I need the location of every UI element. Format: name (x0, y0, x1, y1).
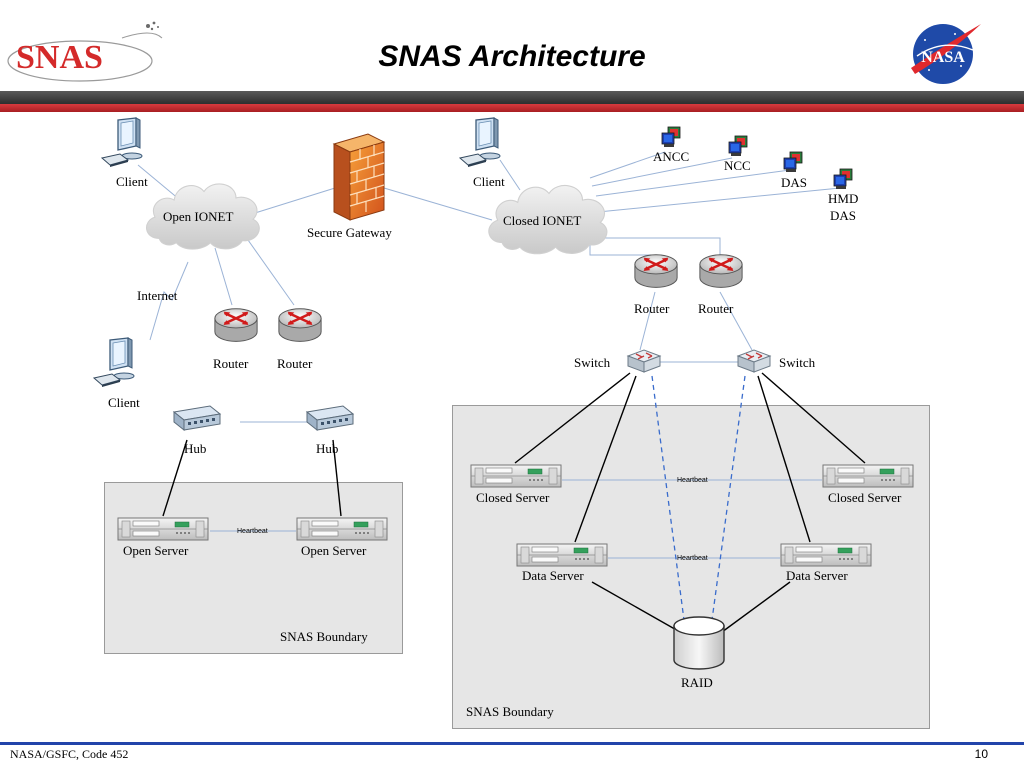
ancc-label: ANCC (653, 149, 690, 164)
data-server-1-label: Data Server (522, 568, 584, 583)
closed-server-2-label: Closed Server (828, 490, 902, 505)
right-switch-1-icon[interactable] (624, 348, 664, 378)
closed-server-1-label: Closed Server (476, 490, 550, 505)
hmd-das-label-line2: DAS (830, 208, 857, 223)
closed-server-1-icon[interactable] (470, 464, 562, 488)
header-bar-red (0, 104, 1024, 112)
left-heartbeat-label: Heartbeat (237, 528, 268, 535)
ancc-computer-icon[interactable] (660, 125, 686, 149)
left-snas-boundary-label: SNAS Boundary (280, 629, 368, 644)
internet-label: Internet (137, 288, 178, 303)
das-label: DAS (781, 175, 808, 190)
left-hub-2-label: Hub (316, 441, 339, 456)
right-snas-boundary-box (452, 405, 930, 729)
left-snas-boundary-box (104, 482, 403, 654)
raid-label: RAID (681, 675, 713, 690)
nasa-logo-text: NASA (921, 49, 965, 66)
open-server-2-icon[interactable] (296, 517, 388, 541)
open-server-1-icon[interactable] (117, 517, 209, 541)
client-top-computer-icon[interactable] (100, 116, 150, 170)
right-switch-2-label: Switch (779, 355, 816, 370)
footer-org-text: NASA/GSFC, Code 452 (10, 747, 129, 761)
footer-rule (0, 742, 1024, 745)
nasa-logo: NASA (905, 16, 985, 86)
right-router-2-label: Router (698, 301, 734, 316)
raid-storage-icon[interactable] (672, 616, 726, 672)
snas-logo-text: SNAS (16, 39, 103, 76)
right-switch-1-label: Switch (574, 355, 611, 370)
left-router-1-label: Router (213, 356, 249, 371)
snas-logo: SNAS (2, 18, 172, 84)
data-server-2-label: Data Server (786, 568, 848, 583)
hmd-das-computer-icon[interactable] (832, 167, 858, 191)
client-bottom-computer-icon[interactable] (92, 336, 142, 390)
hmd-das-label-line1: HMD (828, 191, 859, 206)
secure-gateway-label: Secure Gateway (307, 225, 392, 240)
left-client-bottom-label: Client (108, 395, 140, 410)
left-client-top-label: Client (116, 174, 148, 189)
header-bar-dark (0, 91, 1024, 104)
left-router-2-label: Router (277, 356, 313, 371)
data-server-1-icon[interactable] (516, 543, 608, 567)
right-router-2-icon[interactable] (697, 252, 745, 292)
left-hub-1-icon[interactable] (172, 404, 222, 440)
ncc-label: NCC (724, 158, 751, 173)
data-server-2-icon[interactable] (780, 543, 872, 567)
page-number: 10 (974, 747, 988, 761)
left-router-1-icon[interactable] (212, 306, 260, 346)
open-server-2-label: Open Server (301, 543, 367, 558)
slide-title: SNAS Architecture (378, 40, 646, 73)
right-heartbeat-1-label: Heartbeat (677, 477, 708, 484)
open-server-1-label: Open Server (123, 543, 189, 558)
secure-gateway-firewall-icon[interactable] (328, 132, 388, 222)
ncc-computer-icon[interactable] (727, 134, 753, 158)
left-hub-1-label: Hub (184, 441, 207, 456)
right-router-1-icon[interactable] (632, 252, 680, 292)
right-switch-2-icon[interactable] (734, 348, 774, 378)
closed-ionet-label: Closed IONET (503, 213, 582, 228)
closed-server-2-icon[interactable] (822, 464, 914, 488)
das-computer-icon[interactable] (782, 150, 808, 174)
right-router-1-label: Router (634, 301, 670, 316)
client-right-computer-icon[interactable] (458, 116, 508, 170)
right-client-label: Client (473, 174, 505, 189)
right-heartbeat-2-label: Heartbeat (677, 555, 708, 562)
left-hub-2-icon[interactable] (305, 404, 355, 440)
open-ionet-label: Open IONET (163, 209, 234, 224)
right-snas-boundary-label: SNAS Boundary (466, 704, 554, 719)
left-router-2-icon[interactable] (276, 306, 324, 346)
